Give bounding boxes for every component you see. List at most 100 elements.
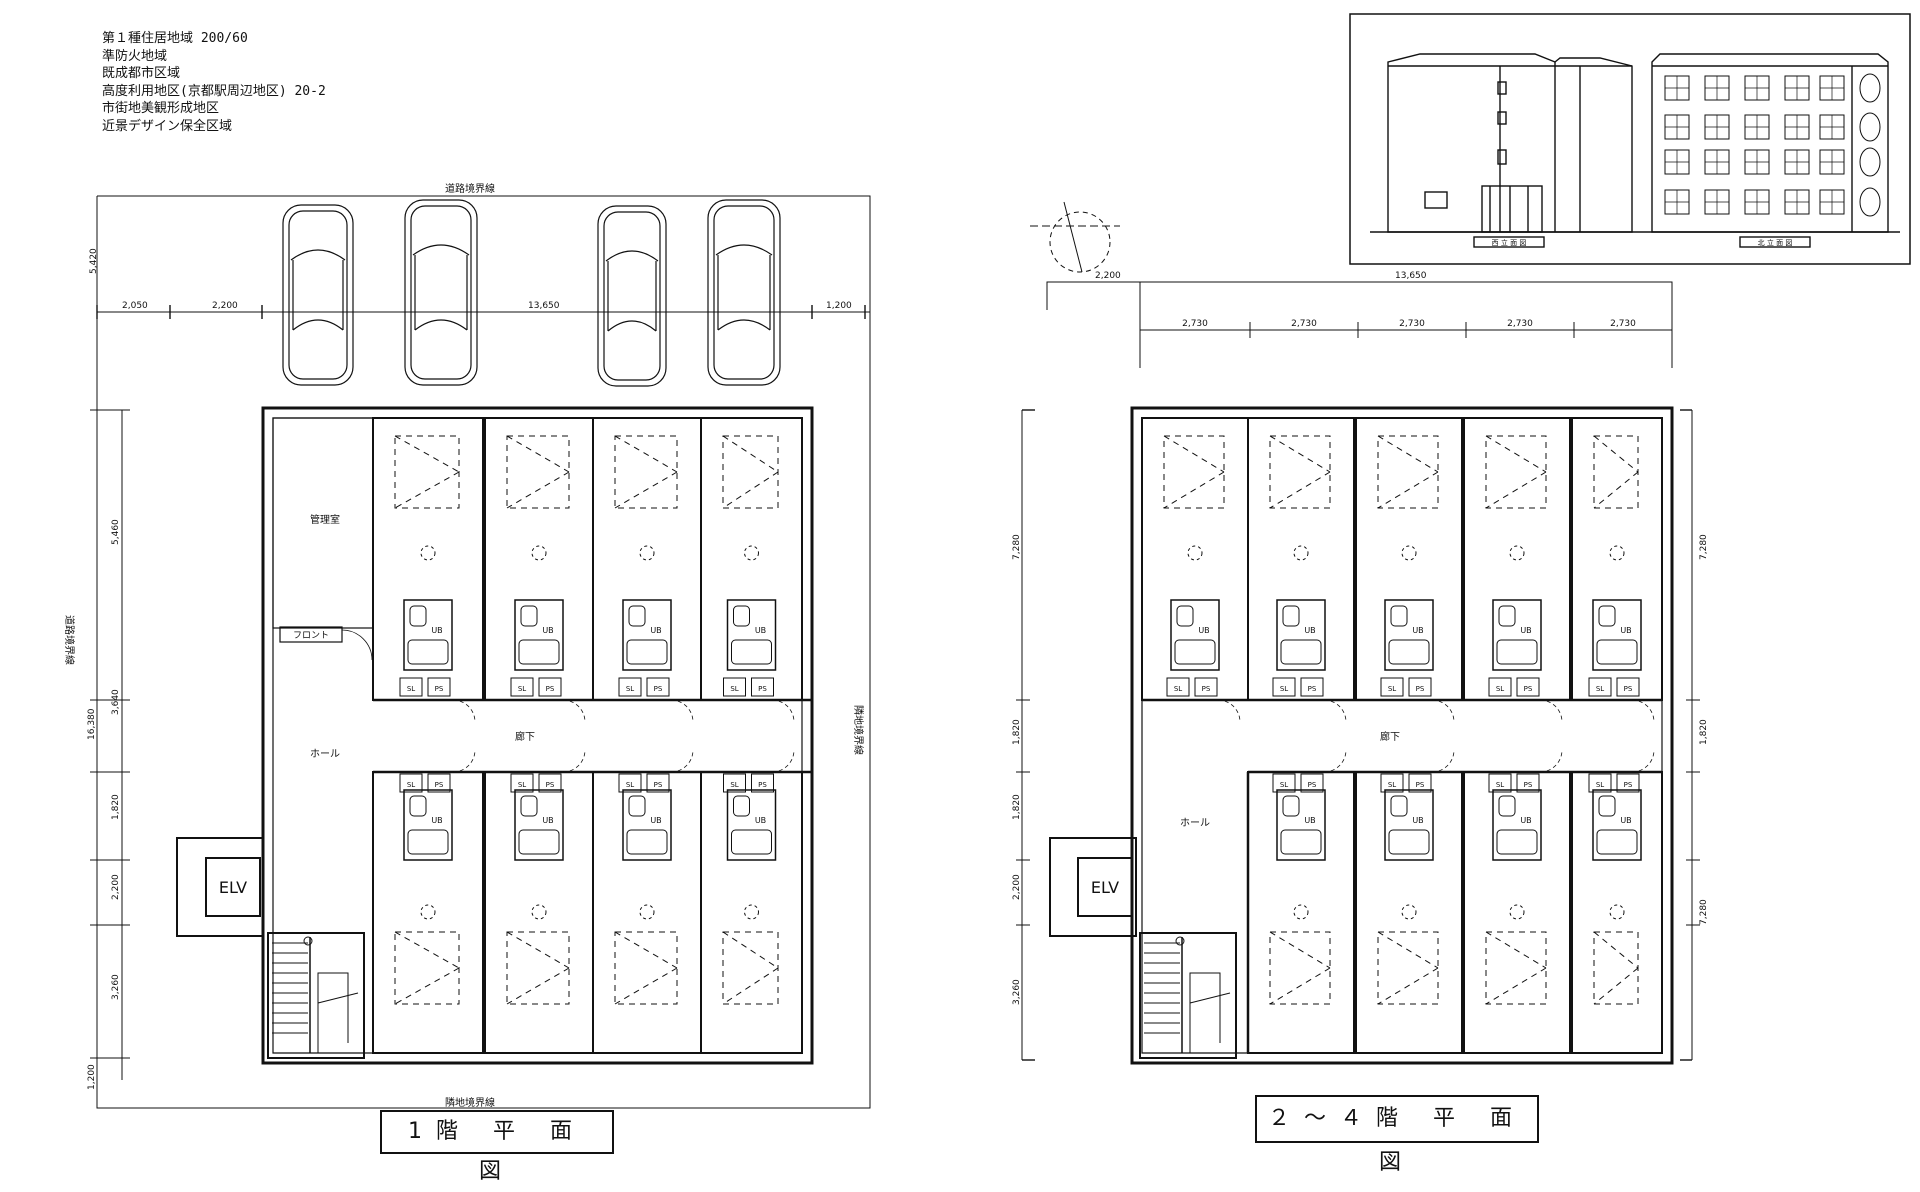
dim-label: 1,820 bbox=[1699, 719, 1709, 745]
ub-label: UB bbox=[1412, 816, 1423, 825]
ps-label: PS bbox=[1624, 685, 1633, 693]
sl-label: SL bbox=[1280, 781, 1288, 789]
ub-label: UB bbox=[650, 626, 661, 635]
dim-label: 2,050 bbox=[122, 301, 148, 311]
dim-label: 1,820 bbox=[1012, 794, 1022, 820]
sl-label: SL bbox=[407, 685, 415, 693]
dim-label: 2,200 bbox=[111, 874, 121, 900]
sl-label: SL bbox=[730, 685, 738, 693]
zoning-line: 既成都市区域 bbox=[102, 66, 181, 81]
sl-label: SL bbox=[1596, 781, 1604, 789]
adjacent-boundary-right-label: 隣地境界線 bbox=[852, 705, 865, 755]
dim-label: 2,730 bbox=[1399, 319, 1425, 329]
ub-label: UB bbox=[650, 816, 661, 825]
dim-label: 2,730 bbox=[1182, 319, 1208, 329]
plan-1f: 道路境界線 隣地境界線 隣地境界線 道路境界線 2,050 2,200 13,6… bbox=[63, 182, 871, 1109]
ps-label: PS bbox=[1524, 781, 1533, 789]
car-icon bbox=[597, 205, 667, 387]
dim-label: 2,730 bbox=[1507, 319, 1533, 329]
sl-label: SL bbox=[626, 685, 634, 693]
ub-label: UB bbox=[1620, 626, 1631, 635]
ub-label: UB bbox=[431, 626, 442, 635]
elevation-inset: 西 立 面 図 北 立 面 図 bbox=[1349, 13, 1911, 265]
dim-label: 7,280 bbox=[1699, 534, 1709, 560]
zoning-line: 高度利用地区(京都駅周辺地区) 20-2 bbox=[102, 83, 326, 99]
dim-label: 7,280 bbox=[1012, 534, 1022, 560]
dwelling-unit: UB SL PS bbox=[484, 749, 594, 1054]
corridor-label: 廊下 bbox=[515, 730, 535, 743]
dim-label: 1,820 bbox=[1012, 719, 1022, 745]
ps-label: PS bbox=[758, 685, 767, 693]
plan-1f-title: 1階 平 面 図 bbox=[380, 1110, 614, 1184]
adjacent-boundary-label: 隣地境界線 bbox=[445, 1096, 495, 1109]
ub-label: UB bbox=[1620, 816, 1631, 825]
dwelling-unit: UB SL PS bbox=[592, 749, 702, 1054]
ub-label: UB bbox=[755, 816, 766, 825]
ps-label: PS bbox=[1202, 685, 1211, 693]
ps-label: PS bbox=[1624, 781, 1633, 789]
sl-label: SL bbox=[1280, 685, 1288, 693]
ub-label: UB bbox=[542, 626, 553, 635]
car-icon bbox=[282, 204, 354, 386]
ub-label: UB bbox=[1412, 626, 1423, 635]
sl-label: SL bbox=[626, 781, 634, 789]
road-boundary-left-label: 道路境界線 bbox=[63, 615, 76, 665]
car-icon bbox=[707, 199, 781, 386]
dwelling-unit: UB SL PS bbox=[1571, 749, 1663, 1054]
dwelling-unit: UB SL PS bbox=[592, 417, 702, 723]
ps-label: PS bbox=[1308, 685, 1317, 693]
dim-label: 3,640 bbox=[111, 689, 121, 715]
ub-label: UB bbox=[1304, 626, 1315, 635]
front-label: フロント bbox=[293, 631, 329, 641]
dim-label: 1,200 bbox=[826, 301, 852, 311]
dwelling-unit: UB SL PS bbox=[1247, 417, 1355, 723]
sl-label: SL bbox=[1596, 685, 1604, 693]
sl-label: SL bbox=[1388, 685, 1396, 693]
sl-label: SL bbox=[1174, 685, 1182, 693]
building-outline-1f bbox=[261, 406, 814, 1065]
ps-label: PS bbox=[654, 781, 663, 789]
dwelling-unit: UB SL PS bbox=[1571, 417, 1663, 723]
ub-label: UB bbox=[1198, 626, 1209, 635]
sl-label: SL bbox=[518, 781, 526, 789]
north-elevation-label: 北 立 面 図 bbox=[1758, 238, 1793, 247]
ps-label: PS bbox=[435, 685, 444, 693]
sl-label: SL bbox=[407, 781, 415, 789]
corridor-label: 廊下 bbox=[1380, 730, 1400, 743]
dim-label: 5,420 bbox=[89, 248, 99, 274]
dim-label: 5,460 bbox=[111, 519, 121, 545]
ps-label: PS bbox=[435, 781, 444, 789]
ub-label: UB bbox=[431, 816, 442, 825]
hall-label: ホール bbox=[310, 748, 340, 760]
dim-label: 13,650 bbox=[1395, 271, 1427, 281]
ps-label: PS bbox=[1524, 685, 1533, 693]
ub-label: UB bbox=[1520, 816, 1531, 825]
road-boundary-label: 道路境界線 bbox=[445, 182, 495, 195]
north-elevation: 北 立 面 図 bbox=[1640, 53, 1900, 248]
car-icon bbox=[404, 199, 478, 386]
ps-label: PS bbox=[654, 685, 663, 693]
ub-label: UB bbox=[1520, 626, 1531, 635]
dim-label: 1,200 bbox=[87, 1064, 97, 1090]
dim-label: 7,280 bbox=[1699, 899, 1709, 925]
ps-label: PS bbox=[546, 781, 555, 789]
hall-label: ホール bbox=[1180, 817, 1210, 829]
dim-label: 2,730 bbox=[1291, 319, 1317, 329]
ub-label: UB bbox=[755, 626, 766, 635]
sl-label: SL bbox=[518, 685, 526, 693]
plan-2f-title: ２～４階 平 面 図 bbox=[1255, 1095, 1539, 1175]
ub-label: UB bbox=[542, 816, 553, 825]
zoning-line: 準防火地域 bbox=[102, 48, 168, 64]
dwelling-unit: UB SL PS bbox=[372, 417, 484, 723]
north-arrow-icon bbox=[1030, 201, 1120, 273]
ps-label: PS bbox=[1416, 685, 1425, 693]
elv-label: ELV bbox=[1091, 878, 1119, 897]
dim-label: 3,260 bbox=[1012, 979, 1022, 1005]
dim-label: 13,650 bbox=[528, 301, 560, 311]
